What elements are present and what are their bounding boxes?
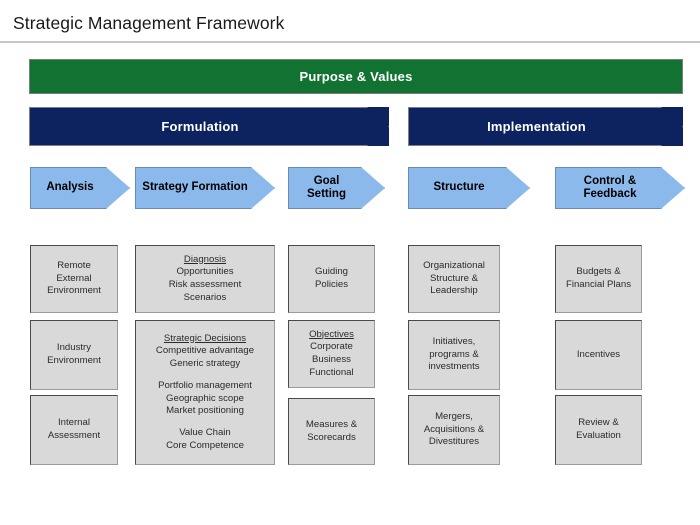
diagram-canvas: Purpose & Values Formulation Implementat… xyxy=(0,43,700,525)
content-box-review-evaluation: Review & Evaluation xyxy=(555,395,642,465)
arrow-shape xyxy=(29,107,389,146)
arrow-shape xyxy=(288,167,385,209)
box-text: Mergers, Acquisitions & Divestitures xyxy=(423,410,485,448)
content-box-incentives: Incentives xyxy=(555,320,642,390)
content-box-budgets-financial-plans: Budgets & Financial Plans xyxy=(555,245,642,313)
arrow-shape xyxy=(408,107,683,146)
content-box-measures-scorecards: Measures & Scorecards xyxy=(288,398,375,465)
step-label-structure: Structure xyxy=(433,181,485,194)
content-box-industry-environment: Industry Environment xyxy=(30,320,118,390)
content-box-internal-assessment: Internal Assessment xyxy=(30,395,118,465)
box-text-group-2: Portfolio management Geographic scope Ma… xyxy=(158,379,252,417)
step-arrow-analysis: Analysis xyxy=(30,167,130,209)
arrow-shape xyxy=(135,167,275,209)
arrow-shape xyxy=(408,167,530,209)
step-arrow-goal-setting: Goal Setting xyxy=(288,167,385,209)
phase-arrow-implementation: Implementation xyxy=(408,107,683,146)
box-text: Organizational Structure & Leadership xyxy=(423,259,485,297)
step-arrow-structure: Structure xyxy=(408,167,530,209)
box-text: Measures & Scorecards xyxy=(305,418,358,443)
box-spacer xyxy=(156,371,254,380)
box-text: Guiding Policies xyxy=(314,266,349,290)
arrow-shape xyxy=(555,167,685,209)
box-text: Remote External Environment xyxy=(47,259,101,297)
content-box-initiatives-programs-investments: Initiatives, programs & investments xyxy=(408,320,500,390)
box-text: Opportunities Risk assessment Scenarios xyxy=(168,266,242,303)
box-text: Review & Evaluation xyxy=(576,417,621,441)
purpose-values-label: Purpose & Values xyxy=(299,69,413,84)
content-box-organizational-structure-leadership: Organizational Structure & Leadership xyxy=(408,245,500,313)
step-label-strategy-formation: Strategy Formation xyxy=(142,181,248,194)
box-heading: Diagnosis xyxy=(183,253,227,265)
box-heading: Objectives xyxy=(309,328,354,340)
arrow-shape xyxy=(30,167,130,209)
box-text-group-3: Value Chain Core Competence xyxy=(166,427,244,451)
box-text: Incentives xyxy=(576,348,621,360)
box-text: Budgets & Financial Plans xyxy=(565,266,632,290)
phase-label-implementation: Implementation xyxy=(487,119,586,134)
purpose-values-banner: Purpose & Values xyxy=(29,59,683,94)
box-text: Corporate Business Functional xyxy=(309,341,354,378)
step-arrow-strategy-formation: Strategy Formation xyxy=(135,167,275,209)
box-text: Initiatives, programs & investments xyxy=(428,335,480,373)
page-title: Strategic Management Framework xyxy=(13,13,285,33)
step-label-analysis: Analysis xyxy=(46,181,94,194)
step-label-control-feedback: Control & Feedback xyxy=(583,174,637,200)
title-divider xyxy=(0,41,700,43)
content-box-guiding-policies: Guiding Policies xyxy=(288,245,375,313)
box-text-group-1: Competitive advantage Generic strategy xyxy=(155,345,255,369)
phase-label-formulation: Formulation xyxy=(161,119,239,134)
step-label-goal-setting: Goal Setting xyxy=(307,174,346,200)
step-arrow-control-feedback: Control & Feedback xyxy=(555,167,685,209)
phase-arrow-formulation: Formulation xyxy=(29,107,389,146)
box-text: Industry Environment xyxy=(47,342,101,366)
box-heading: Strategic Decisions xyxy=(163,332,247,344)
content-box-remote-external-environment: Remote External Environment xyxy=(30,245,118,313)
content-box-mergers-acquisitions-divestitures: Mergers, Acquisitions & Divestitures xyxy=(408,395,500,465)
box-spacer xyxy=(156,418,254,427)
box-text: Internal Assessment xyxy=(47,417,101,441)
